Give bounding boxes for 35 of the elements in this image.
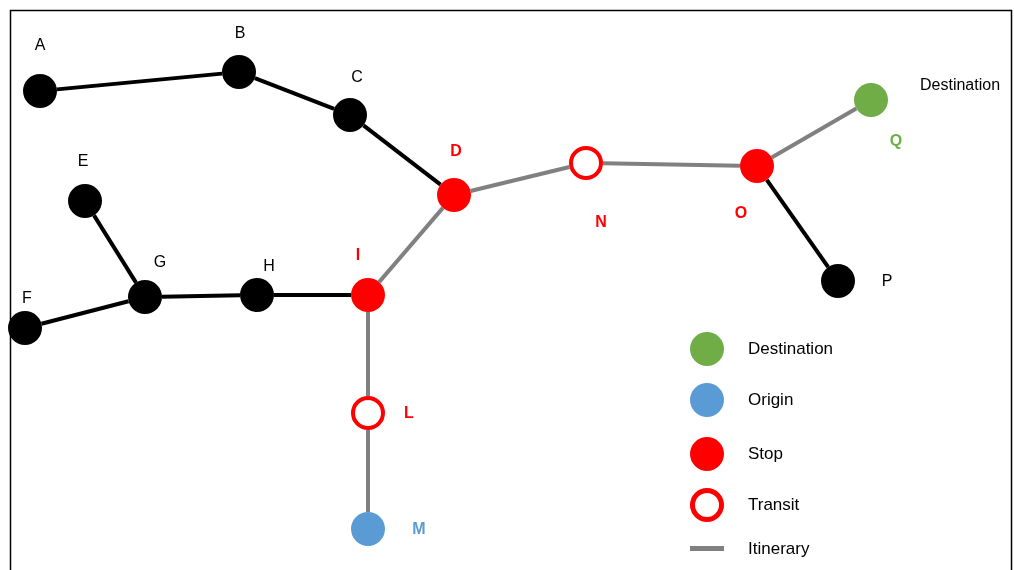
node-label: C — [351, 68, 363, 86]
connection-line — [254, 76, 335, 111]
itinerary-line — [366, 312, 370, 396]
node-label: B — [234, 24, 246, 42]
node-label: Q — [889, 132, 903, 150]
node-label: I — [355, 246, 361, 264]
node-label: Destination — [920, 76, 1000, 94]
node-label: M — [412, 520, 426, 538]
legend-label: Transit — [748, 495, 800, 515]
legend-label: Itinerary — [748, 539, 810, 559]
itinerary-line — [602, 161, 741, 168]
itinerary-line — [377, 206, 445, 284]
legend-label: Stop — [748, 444, 783, 464]
node-label: L — [404, 404, 414, 422]
connection-line — [362, 123, 442, 187]
legend-label: Origin — [748, 390, 794, 410]
node-label: A — [34, 36, 46, 54]
connection-line — [56, 71, 223, 92]
node-label: O — [734, 204, 748, 222]
connection-line — [274, 293, 351, 297]
node-label: F — [22, 289, 32, 307]
connection-line — [161, 293, 241, 299]
legend-label: Destination — [748, 339, 834, 359]
node-label: E — [77, 152, 89, 170]
connection-line — [92, 214, 138, 284]
itinerary-line — [366, 430, 370, 512]
connection-line — [765, 178, 830, 269]
node-label: P — [881, 272, 893, 290]
node-label: D — [450, 142, 462, 160]
connection-line — [40, 299, 130, 326]
node-label: G — [153, 253, 167, 271]
node-label: N — [595, 213, 607, 231]
itinerary-line — [470, 165, 570, 193]
node-label: H — [263, 257, 275, 275]
itinerary-line — [770, 106, 858, 160]
